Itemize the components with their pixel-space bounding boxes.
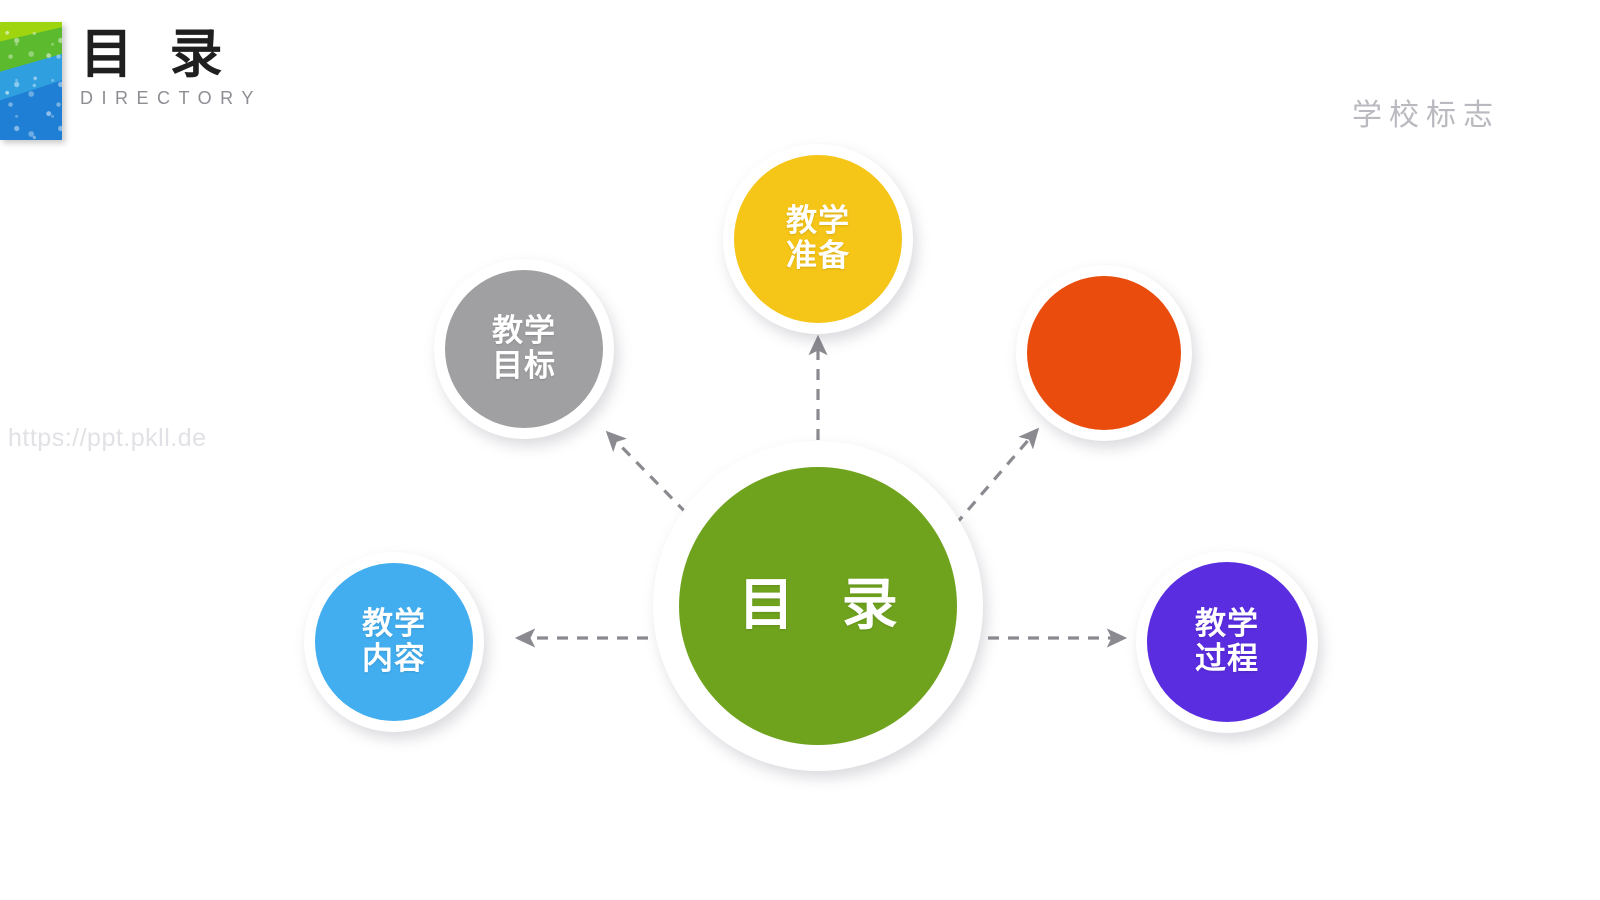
diagram-node-teaching-process[interactable]: 教学 过程 [1136,551,1318,733]
node-process-fill: 教学 过程 [1147,562,1307,722]
school-logo-placeholder: 学校标志 [1352,98,1500,133]
page-title: 目 录 [80,24,232,85]
diagram-node-teaching-preparation[interactable]: 教学 准备 [723,144,913,334]
node-content-label: 教学 内容 [362,606,426,677]
page-subtitle: DIRECTORY [80,88,262,109]
node-goal-label: 教学 目标 [492,313,556,384]
node-content-fill: 教学 内容 [315,563,473,721]
gradient-fan-logo-icon [0,22,62,140]
node-prep-fill: 教学 准备 [734,155,902,323]
diagram-node-teaching-content[interactable]: 教学 内容 [304,552,484,732]
node-orange-fill [1027,276,1181,430]
node-center-label: 目 录 [738,572,912,638]
diagram-node-center[interactable]: 目 录 [653,441,983,771]
diagram-node-teaching-goal[interactable]: 教学 目标 [434,259,614,439]
connector-center-to-orange [953,427,1040,527]
node-process-label: 教学 过程 [1195,606,1259,677]
diagram-node-unlabeled-orange[interactable] [1016,265,1192,441]
header-title-block: 目 录 DIRECTORY [80,22,262,109]
watermark-text: https://ppt.pkll.de [8,424,207,452]
node-center-fill: 目 录 [679,467,957,745]
slide-header: 目 录 DIRECTORY [0,22,262,140]
node-goal-fill: 教学 目标 [445,270,603,428]
node-prep-label: 教学 准备 [786,203,850,274]
